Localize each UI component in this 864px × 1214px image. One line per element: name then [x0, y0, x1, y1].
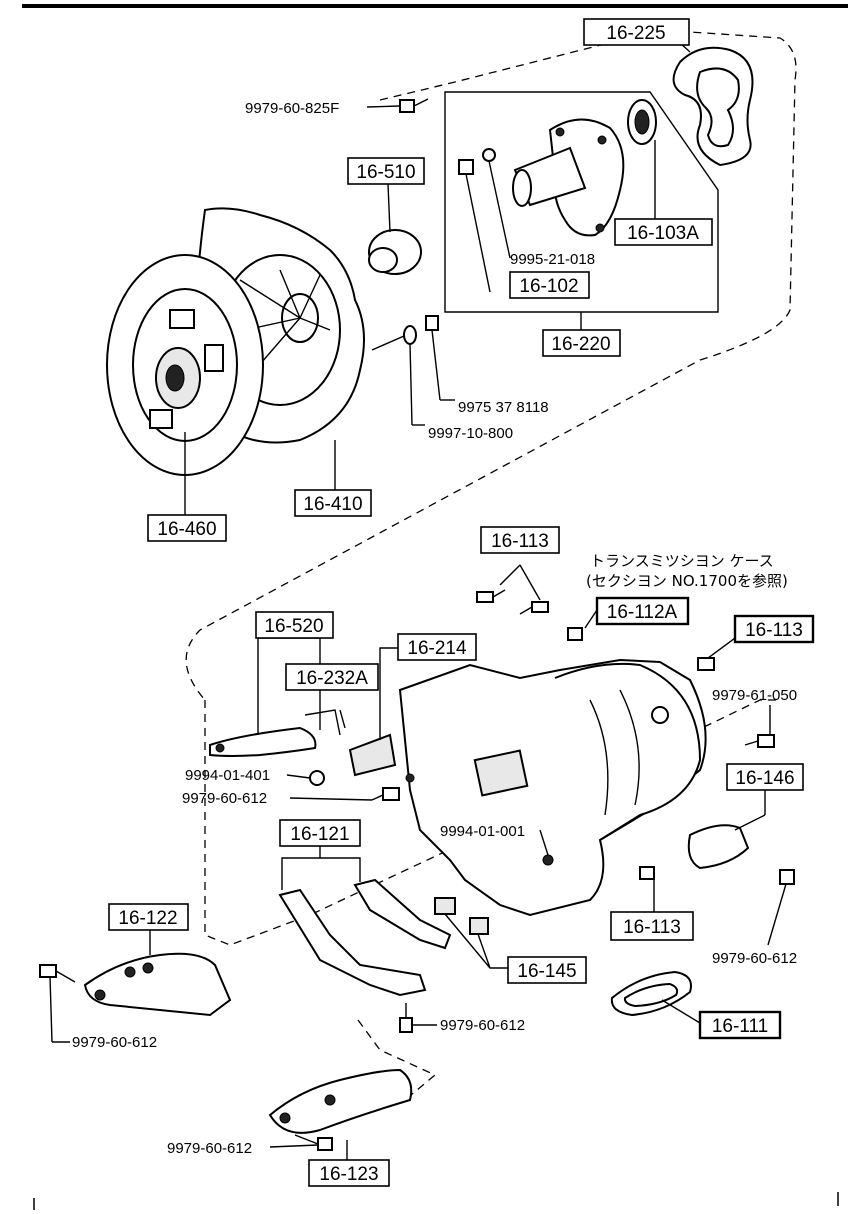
front-cover-bracket: [444, 91, 719, 313]
case-note-line-1: トランスミツシヨン ケース: [590, 552, 774, 570]
case-bolt-050: [744, 734, 775, 748]
callout-16-123: 16-123: [319, 1164, 378, 1185]
pivot-nut-part: [309, 770, 325, 786]
case-bolt-112a: [567, 627, 583, 641]
lower-bracket-part: [268, 1068, 413, 1134]
lower-bracket-bolt: [294, 1134, 333, 1151]
callout-9979-60-612-a: 9979-60-612: [182, 790, 267, 807]
callout-16-145: 16-145: [517, 961, 576, 982]
case-bolt-bottom: [639, 866, 655, 880]
center-bolt-part: [399, 1003, 413, 1033]
callout-9979-60-612-e: 9979-60-612: [167, 1140, 252, 1157]
callout-9979-60-612-c: 9979-60-612: [440, 1017, 525, 1034]
callout-16-103a: 16-103A: [627, 223, 699, 244]
left-bracket-part: [83, 952, 232, 1017]
front-cover-washer: [482, 148, 496, 162]
callout-16-225: 16-225: [606, 23, 665, 44]
callout-16-510: 16-510: [356, 162, 415, 183]
side-cover-part: [687, 824, 750, 870]
callout-9995-21-018: 9995-21-018: [510, 251, 595, 268]
return-spring-part: [304, 709, 346, 736]
member-bracket-part: [278, 878, 452, 997]
callout-9994-01-401: 9994-01-401: [185, 767, 270, 784]
callout-16-113-right: 16-113: [745, 620, 803, 641]
transmission-case-part: [398, 658, 707, 917]
top-bolt-part: [399, 98, 429, 113]
callout-16-460: 16-460: [157, 519, 216, 540]
case-bolt-top-mid: [519, 601, 549, 615]
callout-16-112a: 16-112A: [607, 602, 678, 623]
member-bracket-lines: [281, 857, 361, 890]
left-bracket-bolt: [39, 964, 76, 983]
case-bolt-top-left: [476, 589, 506, 603]
pivot-bolt-part: [371, 787, 400, 801]
cover-gasket-part: [672, 46, 754, 167]
callout-16-113-bottom: 16-113: [623, 917, 681, 938]
callout-9979-60-825f: 9979-60-825F: [245, 100, 339, 117]
callout-16-410: 16-410: [303, 494, 362, 515]
upper-assembly-dashed-outline: [185, 29, 797, 701]
callout-9975-37-8118: 9975 37 8118: [458, 399, 549, 416]
pressure-plate-bolt: [425, 315, 455, 401]
callout-16-232a: 16-232A: [296, 668, 368, 689]
pressure-plate-washer: [403, 325, 425, 426]
bottom-gasket-part: [610, 970, 692, 1017]
callout-9979-60-612-b: 9979-60-612: [712, 950, 797, 967]
callout-9979-60-612-d: 9979-60-612: [72, 1034, 157, 1051]
callout-9979-61-050: 9979-61-050: [712, 687, 797, 704]
boot-part: [348, 733, 397, 777]
release-bearing-part: [368, 229, 422, 275]
front-cover-part: [512, 118, 625, 237]
clutch-disc-part: [106, 254, 264, 476]
callout-9997-10-800: 9997-10-800: [428, 425, 513, 442]
release-fork-part: [209, 726, 317, 757]
callout-16-520: 16-520: [264, 616, 323, 637]
callout-9994-01-001: 9994-01-001: [440, 823, 525, 840]
case-bolt-right: [697, 657, 715, 671]
callout-16-146: 16-146: [735, 768, 794, 789]
callout-16-102: 16-102: [519, 276, 578, 297]
rubber-mount-b: [469, 917, 489, 935]
callout-16-113-top: 16-113: [491, 531, 549, 552]
front-cover-bolt: [458, 159, 491, 293]
lower-assembly-dashed-outline: [204, 699, 780, 946]
callout-16-111: 16-111: [712, 1016, 768, 1037]
case-note-line-2: (セクシヨン NO.1700を参照): [586, 572, 788, 590]
callout-16-121: 16-121: [290, 824, 349, 845]
side-cover-bolt: [779, 869, 795, 885]
callout-16-214: 16-214: [407, 638, 467, 659]
rubber-mount-a: [434, 897, 456, 915]
callout-16-220: 16-220: [551, 334, 610, 355]
callout-16-122: 16-122: [118, 908, 177, 929]
oil-seal-part: [627, 99, 657, 145]
